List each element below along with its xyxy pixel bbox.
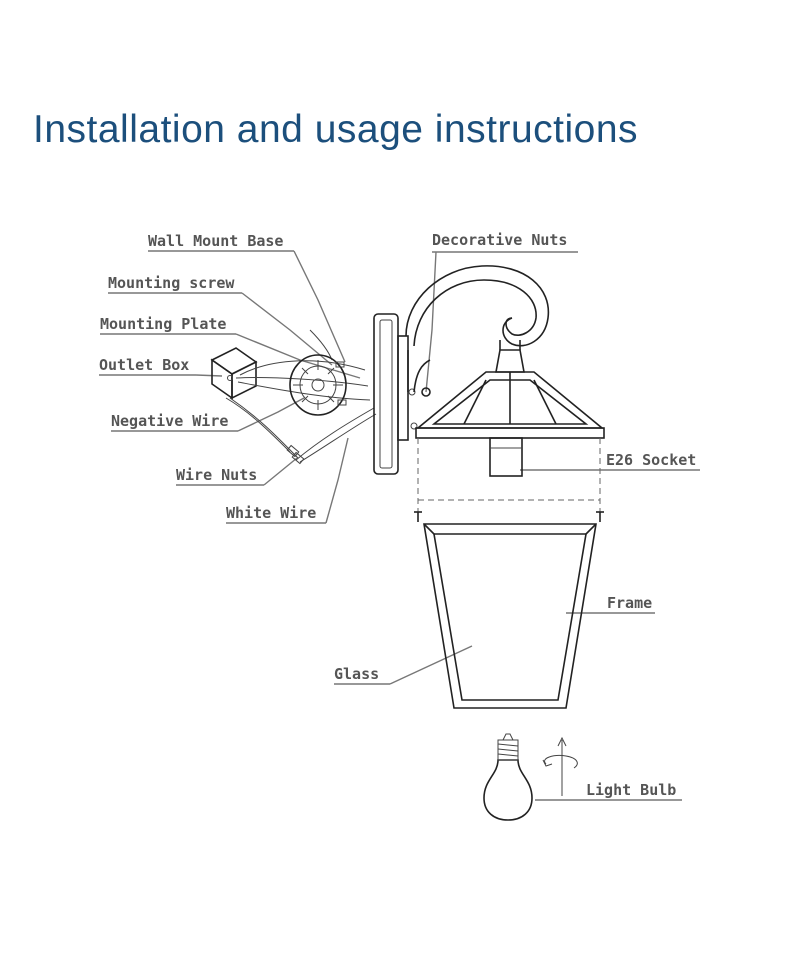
label-light-bulb: Light Bulb — [586, 781, 676, 799]
label-white-wire: White Wire — [226, 504, 316, 522]
label-negative-wire: Negative Wire — [111, 412, 228, 430]
lantern-cap — [415, 371, 605, 439]
e26-socket — [489, 437, 523, 477]
mounting-plate — [289, 354, 347, 416]
label-mounting-plate: Mounting Plate — [100, 315, 226, 333]
lantern-frame — [423, 523, 597, 709]
label-decorative-nuts: Decorative Nuts — [432, 231, 567, 249]
leader-lines — [99, 250, 700, 801]
wire-nuts — [286, 444, 305, 465]
outlet-box — [210, 347, 258, 400]
label-frame: Frame — [607, 594, 652, 612]
label-wall-mount-base: Wall Mount Base — [148, 232, 283, 250]
wall-mount-base — [373, 313, 418, 475]
assembly-guides — [414, 438, 604, 522]
label-outlet-box: Outlet Box — [99, 356, 189, 374]
label-wire-nuts: Wire Nuts — [176, 466, 257, 484]
rotation-arrow-icon — [542, 736, 578, 796]
page-title: Installation and usage instructions — [33, 108, 639, 151]
wires — [225, 329, 377, 463]
label-e26-socket: E26 Socket — [606, 451, 696, 469]
light-bulb — [483, 733, 533, 821]
label-glass: Glass — [334, 665, 379, 683]
label-mounting-screw: Mounting screw — [108, 274, 235, 292]
